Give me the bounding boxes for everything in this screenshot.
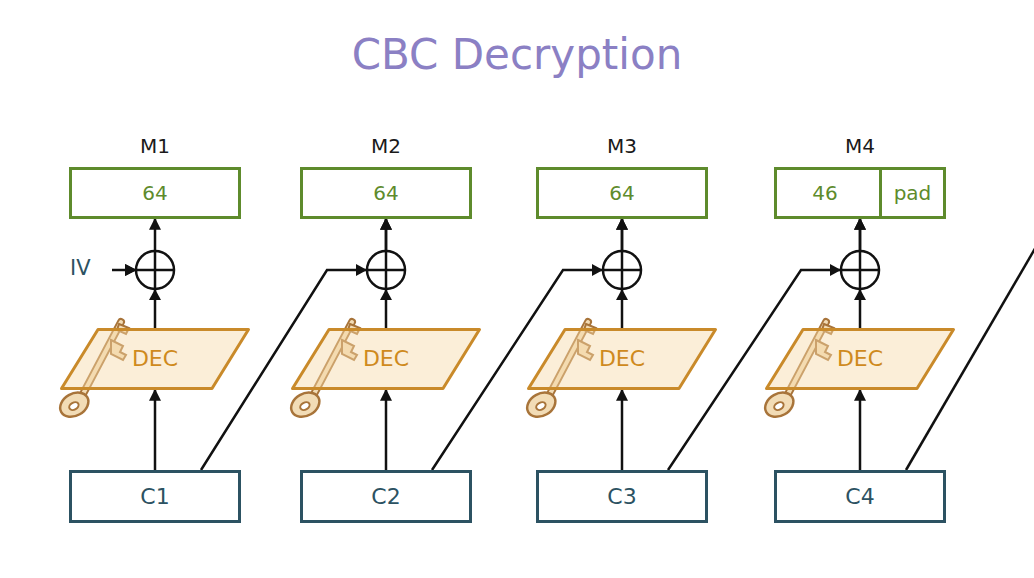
operation-label: DEC (132, 346, 178, 372)
block-value: C3 (607, 483, 636, 509)
plaintext-block: M446pad (774, 167, 946, 219)
block-value: 64 (142, 181, 167, 205)
ciphertext-block: C1 (69, 470, 241, 523)
block-name: M2 (371, 134, 401, 158)
xor-symbol (592, 251, 641, 300)
decrypt-outline (767, 330, 954, 389)
diagram-title: CBC Decryption (352, 30, 683, 80)
block-value: pad (894, 181, 932, 205)
data-flow-arrow (385, 390, 388, 470)
decrypt-outline (62, 330, 249, 389)
data-flow-arrow (154, 390, 157, 470)
block-value: C1 (140, 483, 169, 509)
data-flow-arrow (621, 390, 624, 470)
xor-symbol (356, 251, 405, 300)
decrypt-box: DEC (60, 328, 250, 390)
operation-label: DEC (837, 346, 883, 372)
block-name: M1 (140, 134, 170, 158)
input-label: IV (70, 256, 91, 281)
block-name: M3 (607, 134, 637, 158)
decrypt-outline (529, 330, 716, 389)
plaintext-block: M364 (536, 167, 708, 219)
xor-symbol (830, 251, 879, 300)
plaintext-block: M264 (300, 167, 472, 219)
block-name: M4 (845, 134, 875, 158)
ciphertext-block: C2 (300, 470, 472, 523)
data-flow-arrow (859, 390, 862, 470)
data-flow-arrow (154, 219, 157, 328)
block-value: 64 (609, 181, 634, 205)
decrypt-outline (293, 330, 480, 389)
operation-label: DEC (363, 346, 409, 372)
block-value: C2 (371, 483, 400, 509)
block-value: 64 (373, 181, 398, 205)
decrypt-box: DEC (291, 328, 481, 390)
ciphertext-block: C3 (536, 470, 708, 523)
ciphertext-block: C4 (774, 470, 946, 523)
xor-symbol (125, 251, 174, 300)
block-value: C4 (845, 483, 874, 509)
padding-block: pad (879, 170, 943, 216)
decrypt-box: DEC (527, 328, 717, 390)
decrypt-box: DEC (765, 328, 955, 390)
block-value: 46 (812, 181, 837, 205)
operation-label: DEC (599, 346, 645, 372)
plaintext-block: M164 (69, 167, 241, 219)
